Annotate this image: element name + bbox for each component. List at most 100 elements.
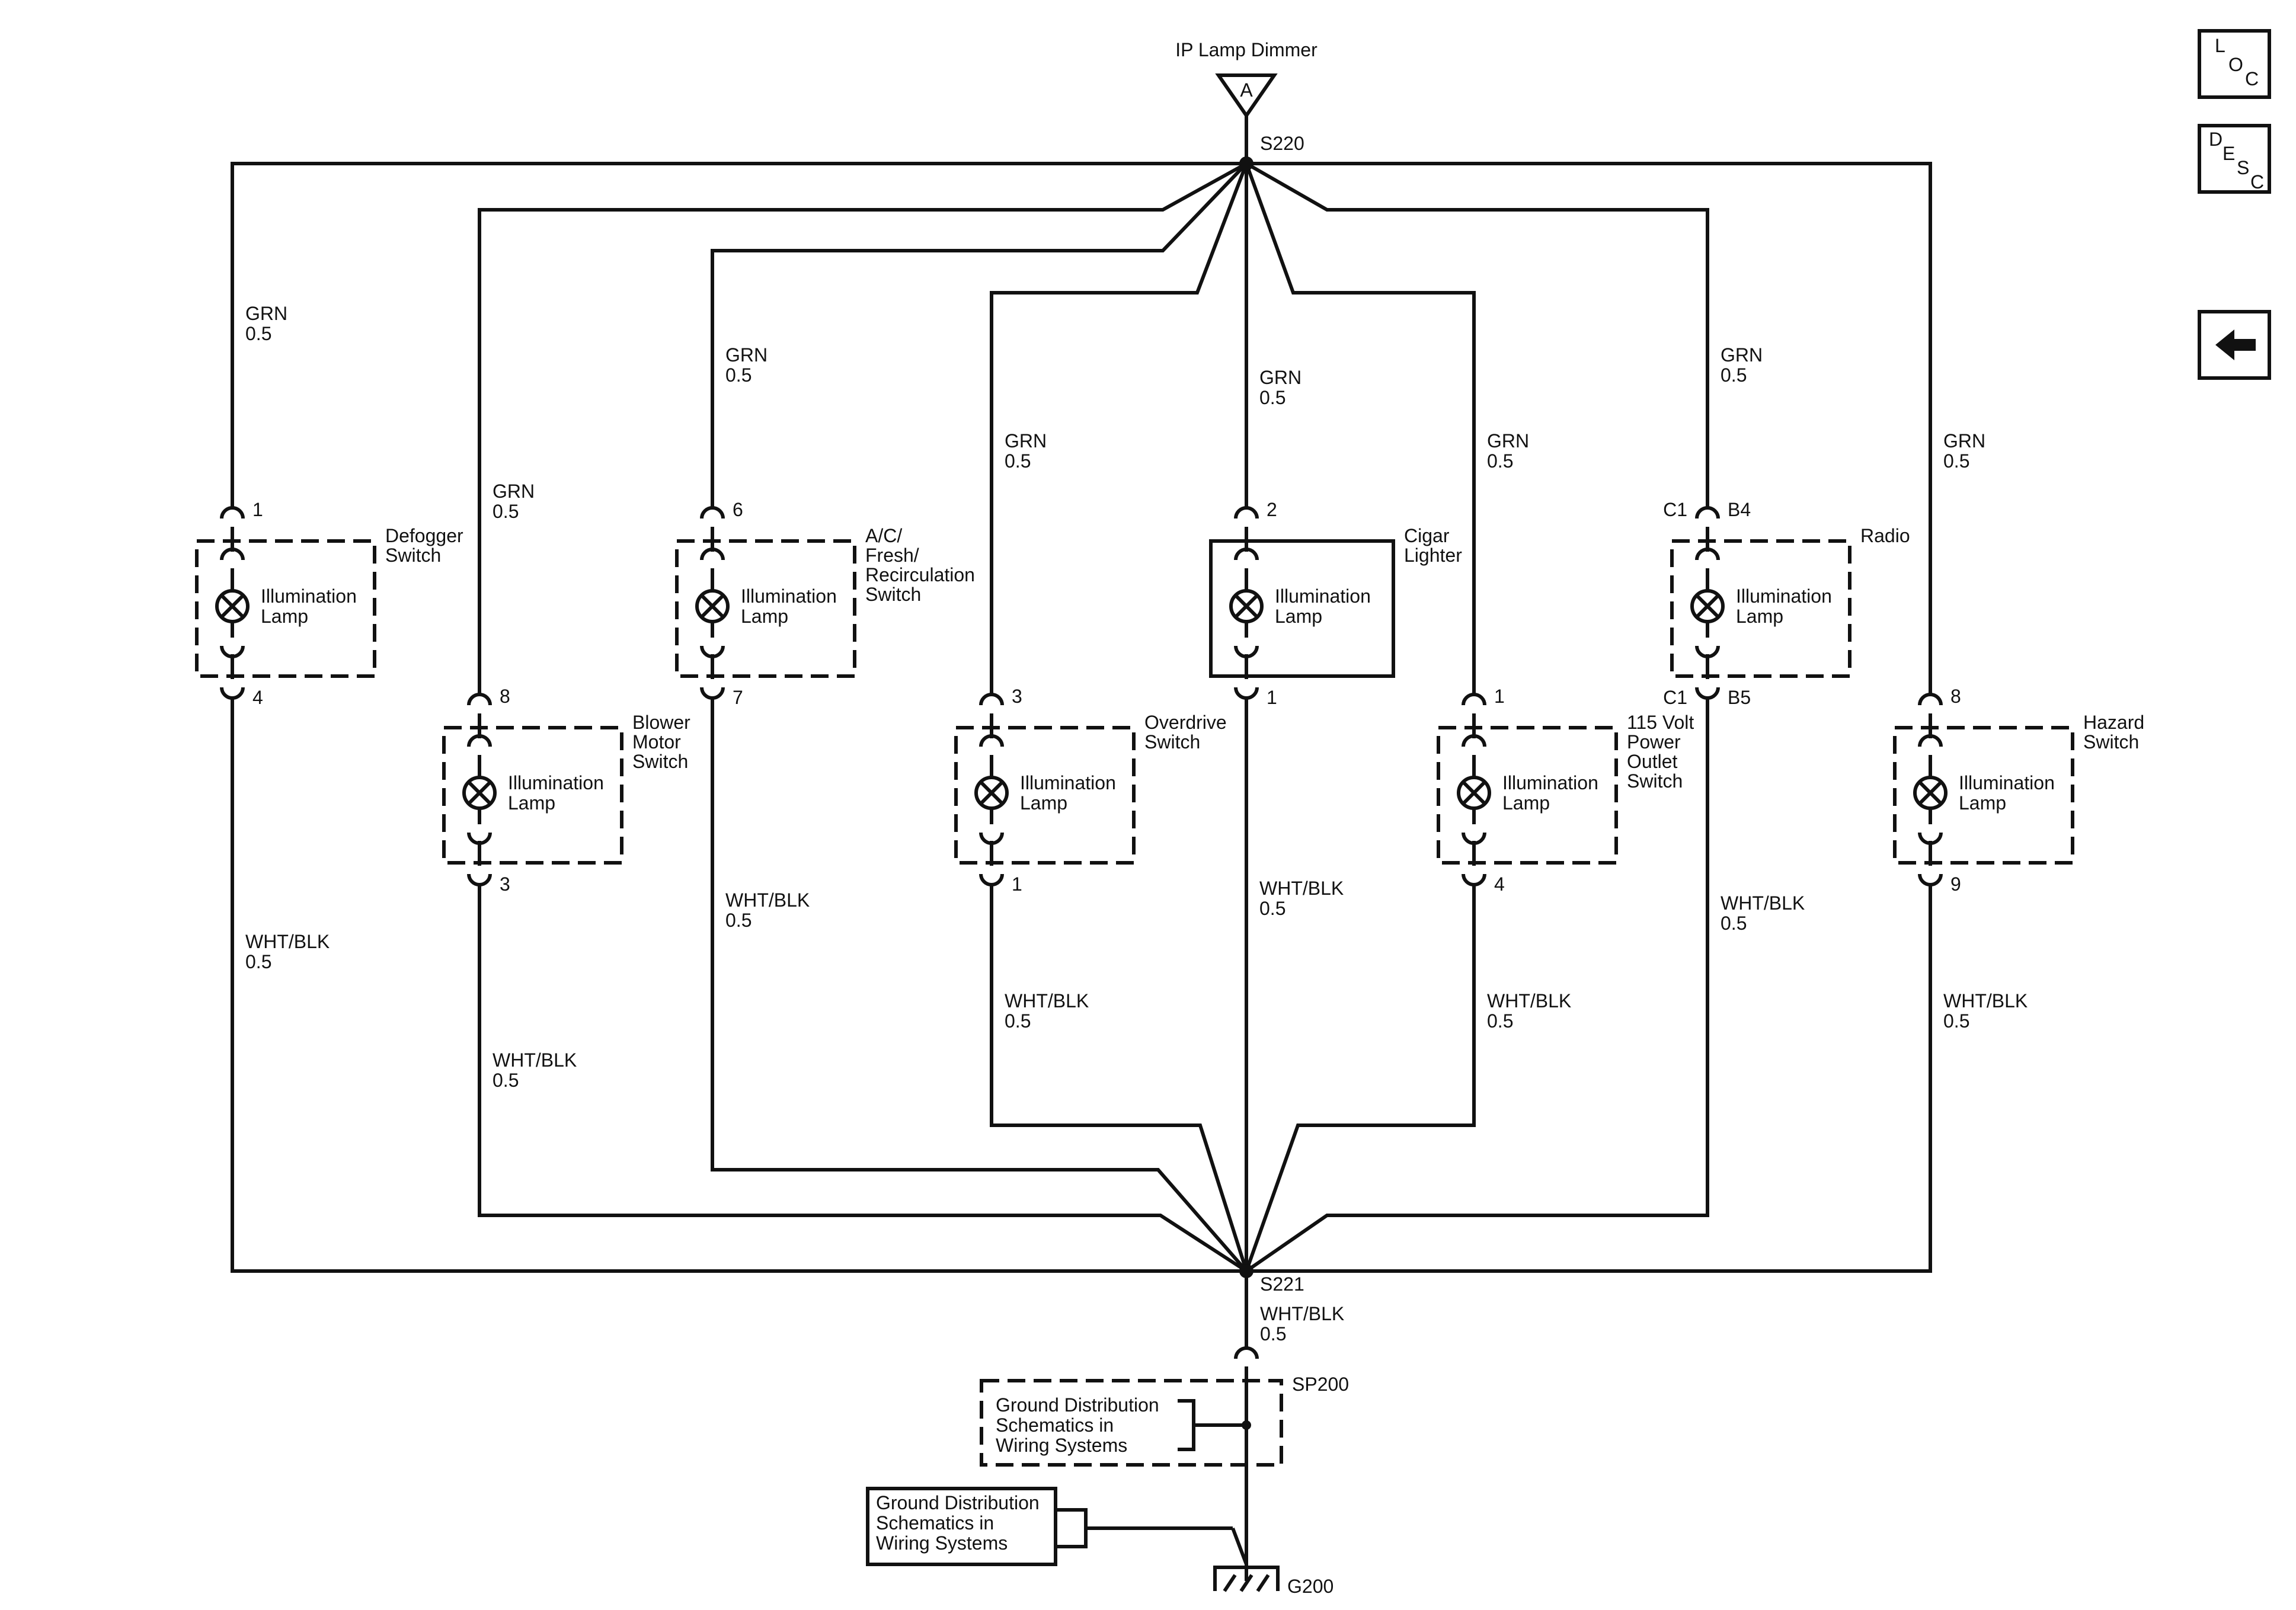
grn-wire xyxy=(1246,162,1932,693)
lamp-label-line-1: Illumination xyxy=(1959,772,2055,793)
desc-button[interactable]: D E S C xyxy=(2198,124,2271,194)
component-name-line-4: Switch xyxy=(865,584,921,605)
wht-blk-wire-gauge: 0.5 xyxy=(1487,1010,1513,1032)
illumination-lamp-icon xyxy=(1229,589,1264,623)
splice-bottom-label: S221 xyxy=(1260,1273,1304,1295)
component-dashed-box xyxy=(954,726,1136,865)
splice-s221-dot xyxy=(1239,1264,1253,1278)
back-button[interactable] xyxy=(2198,310,2271,380)
connector-bottom-outer xyxy=(220,687,245,700)
connector-top-label: C1 xyxy=(1663,499,1687,520)
component-name-line-2: Motor xyxy=(632,731,681,753)
connector-bottom-outer xyxy=(1462,873,1486,886)
pin-bottom: 4 xyxy=(252,687,263,708)
wht-blk-wire-gauge: 0.5 xyxy=(725,910,752,931)
component-name-line-2: Fresh/ xyxy=(865,545,919,566)
lamp-label-line-2: Lamp xyxy=(741,606,788,627)
pin-bottom: B5 xyxy=(1728,687,1751,708)
wht-blk-wire-color: WHT/BLK xyxy=(1943,990,2028,1012)
grn-wire-gauge: 0.5 xyxy=(1721,364,1747,386)
lamp-cross-b xyxy=(700,594,725,619)
components-layer: IlluminationLampDefoggerSwitch14GRN0.5WH… xyxy=(195,156,2144,1278)
wht-blk-wire xyxy=(1245,699,1709,1273)
lamp-label-line-2: Lamp xyxy=(1959,792,2006,814)
lamp-label-line-1: Illumination xyxy=(261,585,357,607)
lamp-label-line-2: Lamp xyxy=(1020,792,1067,814)
grn-wire-color: GRN xyxy=(1005,430,1047,452)
pin-top: 1 xyxy=(1494,686,1505,707)
grn-wire-color: GRN xyxy=(245,303,287,324)
component-dashed-box xyxy=(1893,726,2074,865)
component-name-line-3: Outlet xyxy=(1627,751,1677,772)
wht-blk-wire-color: WHT/BLK xyxy=(1259,878,1344,899)
wht-blk-wire-color: WHT/BLK xyxy=(1005,990,1089,1012)
connector-bottom-outer xyxy=(1918,873,1943,886)
sp200-ref-line-3: Wiring Systems xyxy=(996,1435,1127,1456)
connector-top-outer xyxy=(220,506,245,519)
wht-blk-wire-gauge: 0.5 xyxy=(1259,898,1285,919)
wht-blk-wire xyxy=(1246,886,1932,1273)
illumination-lamp-icon xyxy=(974,776,1009,810)
lamp-label-line-1: Illumination xyxy=(1502,772,1598,793)
wht-blk-wire-gauge: 0.5 xyxy=(1721,913,1747,934)
component-dashed-box xyxy=(1437,726,1618,865)
grn-wire-color: GRN xyxy=(725,344,768,366)
component-dashed-box xyxy=(675,539,856,678)
sp200-ref-line-1: Ground Distribution xyxy=(996,1394,1159,1416)
component-name-line-2: Power xyxy=(1627,731,1681,753)
wht-blk-wire-color: WHT/BLK xyxy=(725,889,810,911)
grn-wire-color: GRN xyxy=(1721,344,1763,366)
lamp-cross-b xyxy=(220,594,245,619)
illumination-lamp-icon xyxy=(215,589,250,623)
g200-ref-bracket xyxy=(1056,1508,1088,1548)
grn-wire-gauge: 0.5 xyxy=(725,364,752,386)
grn-wire xyxy=(711,162,1248,507)
ground-wire-color: WHT/BLK xyxy=(1260,1303,1344,1324)
sp200-label: SP200 xyxy=(1292,1374,1349,1395)
lamp-label-line-2: Lamp xyxy=(261,606,308,627)
ground-connector-arc xyxy=(1234,1346,1259,1359)
connector-top-outer xyxy=(467,693,492,706)
grn-wire-gauge: 0.5 xyxy=(245,323,271,344)
loc-letter-c: C xyxy=(2245,68,2259,89)
connector-bottom-outer xyxy=(1234,687,1259,700)
wht-blk-wire-gauge: 0.5 xyxy=(1943,1010,1969,1032)
component-dashed-box xyxy=(442,726,623,865)
grn-wire-gauge: 0.5 xyxy=(1005,450,1031,472)
illumination-lamp-icon xyxy=(1457,776,1491,810)
component-name-line-2: Switch xyxy=(385,545,441,566)
lamp-cross-b xyxy=(1462,780,1486,805)
lamp-cross-b xyxy=(1234,594,1259,619)
connector-top-outer xyxy=(700,506,725,519)
wht-blk-wire-gauge: 0.5 xyxy=(245,951,271,972)
component-name-line-1: Overdrive xyxy=(1144,712,1227,733)
component-name-line-1: Radio xyxy=(1860,525,1910,546)
lamp-label-line-2: Lamp xyxy=(1736,606,1783,627)
component-box xyxy=(1209,539,1395,678)
component-dashed-box xyxy=(1670,539,1851,678)
splice-s220-dot xyxy=(1239,156,1253,171)
source-connector-triangle xyxy=(1215,73,1278,119)
component-8: IlluminationLampHazardSwitch89GRN0.5WHT/… xyxy=(1246,162,2144,1273)
sp200-dashed-box xyxy=(980,1379,1283,1467)
grn-wire-color: GRN xyxy=(493,481,535,502)
lamp-label-line-1: Illumination xyxy=(1736,585,1832,607)
lamp-cross-b xyxy=(1695,594,1720,619)
component-name-line-1: Hazard xyxy=(2083,712,2144,733)
grn-wire-gauge: 0.5 xyxy=(1943,450,1969,472)
g200-ref-line-2: Schematics in xyxy=(876,1512,994,1534)
component-name-line-1: Blower xyxy=(632,712,690,733)
ground-symbol xyxy=(1213,1566,1280,1592)
pin-bottom: 1 xyxy=(1267,687,1277,708)
component-dashed-box xyxy=(195,539,376,678)
pin-bottom: 4 xyxy=(1494,873,1505,895)
component-name-line-2: Switch xyxy=(2083,731,2139,753)
g200-ref-box xyxy=(866,1487,1057,1566)
loc-button[interactable]: L O C xyxy=(2198,29,2271,99)
grn-wire xyxy=(1245,162,1709,507)
grn-wire-color: GRN xyxy=(1487,430,1529,452)
pin-top: 8 xyxy=(500,686,510,707)
g200-ref-line-3: Wiring Systems xyxy=(876,1532,1008,1554)
illumination-lamp-icon xyxy=(462,776,497,810)
pin-bottom: 9 xyxy=(1950,873,1961,895)
